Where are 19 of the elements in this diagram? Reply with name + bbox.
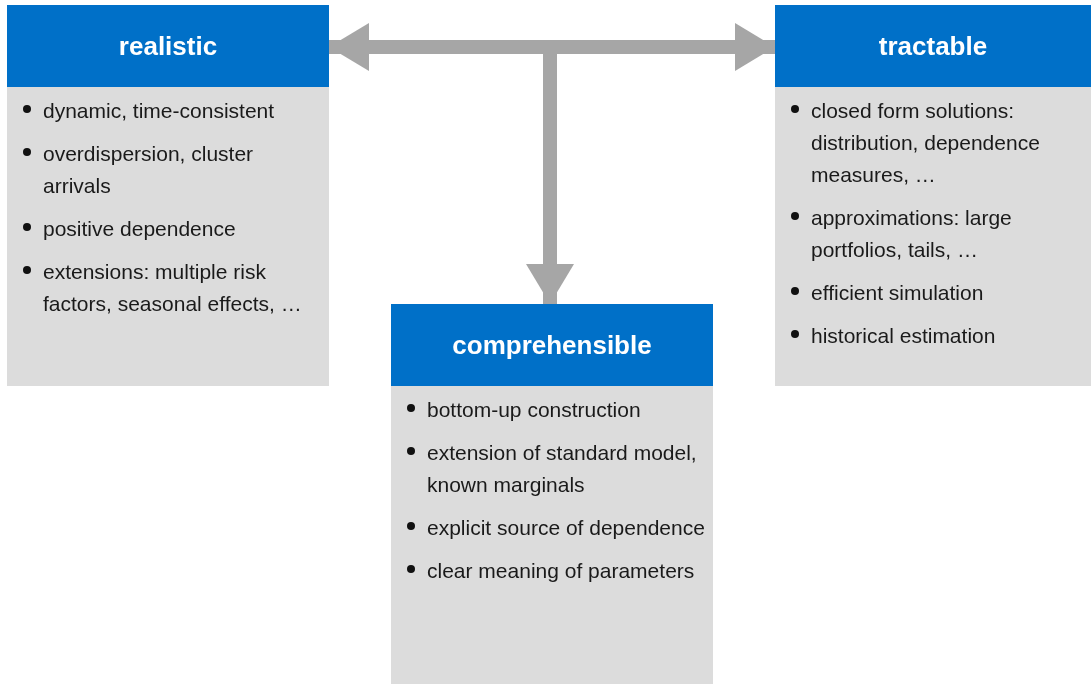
bullet-text: overdispersion, cluster arrivals — [43, 141, 255, 199]
bullet-text: clear meaning of parameters — [427, 558, 695, 584]
bullet-text: extension of standard model, known marginals — [427, 440, 698, 498]
content-card — [391, 304, 713, 684]
arrow — [329, 23, 775, 71]
bullet-text: approximations: large portfolios, tails, … — [811, 205, 1013, 263]
bullet-text: bottom-up construction — [427, 397, 641, 423]
bullet-text: dynamic, time-consistent — [43, 98, 275, 124]
bullet-text: historical estimation — [811, 323, 996, 349]
bullet-text: positive dependence — [43, 216, 236, 242]
card-heading: tractable — [775, 5, 1091, 87]
bullet-text: efficient simulation — [811, 280, 984, 306]
bullet-text: explicit source of dependence — [427, 515, 705, 541]
card-heading: realistic — [7, 5, 329, 87]
content-card — [775, 5, 1091, 386]
bullet-text: closed form solutions: distribution, dependence measures, … — [811, 98, 1041, 188]
content-card — [7, 5, 329, 386]
card-heading: comprehensible — [391, 304, 713, 386]
bullet-text: extensions: multiple risk factors, seasonal effects, … — [43, 259, 303, 317]
